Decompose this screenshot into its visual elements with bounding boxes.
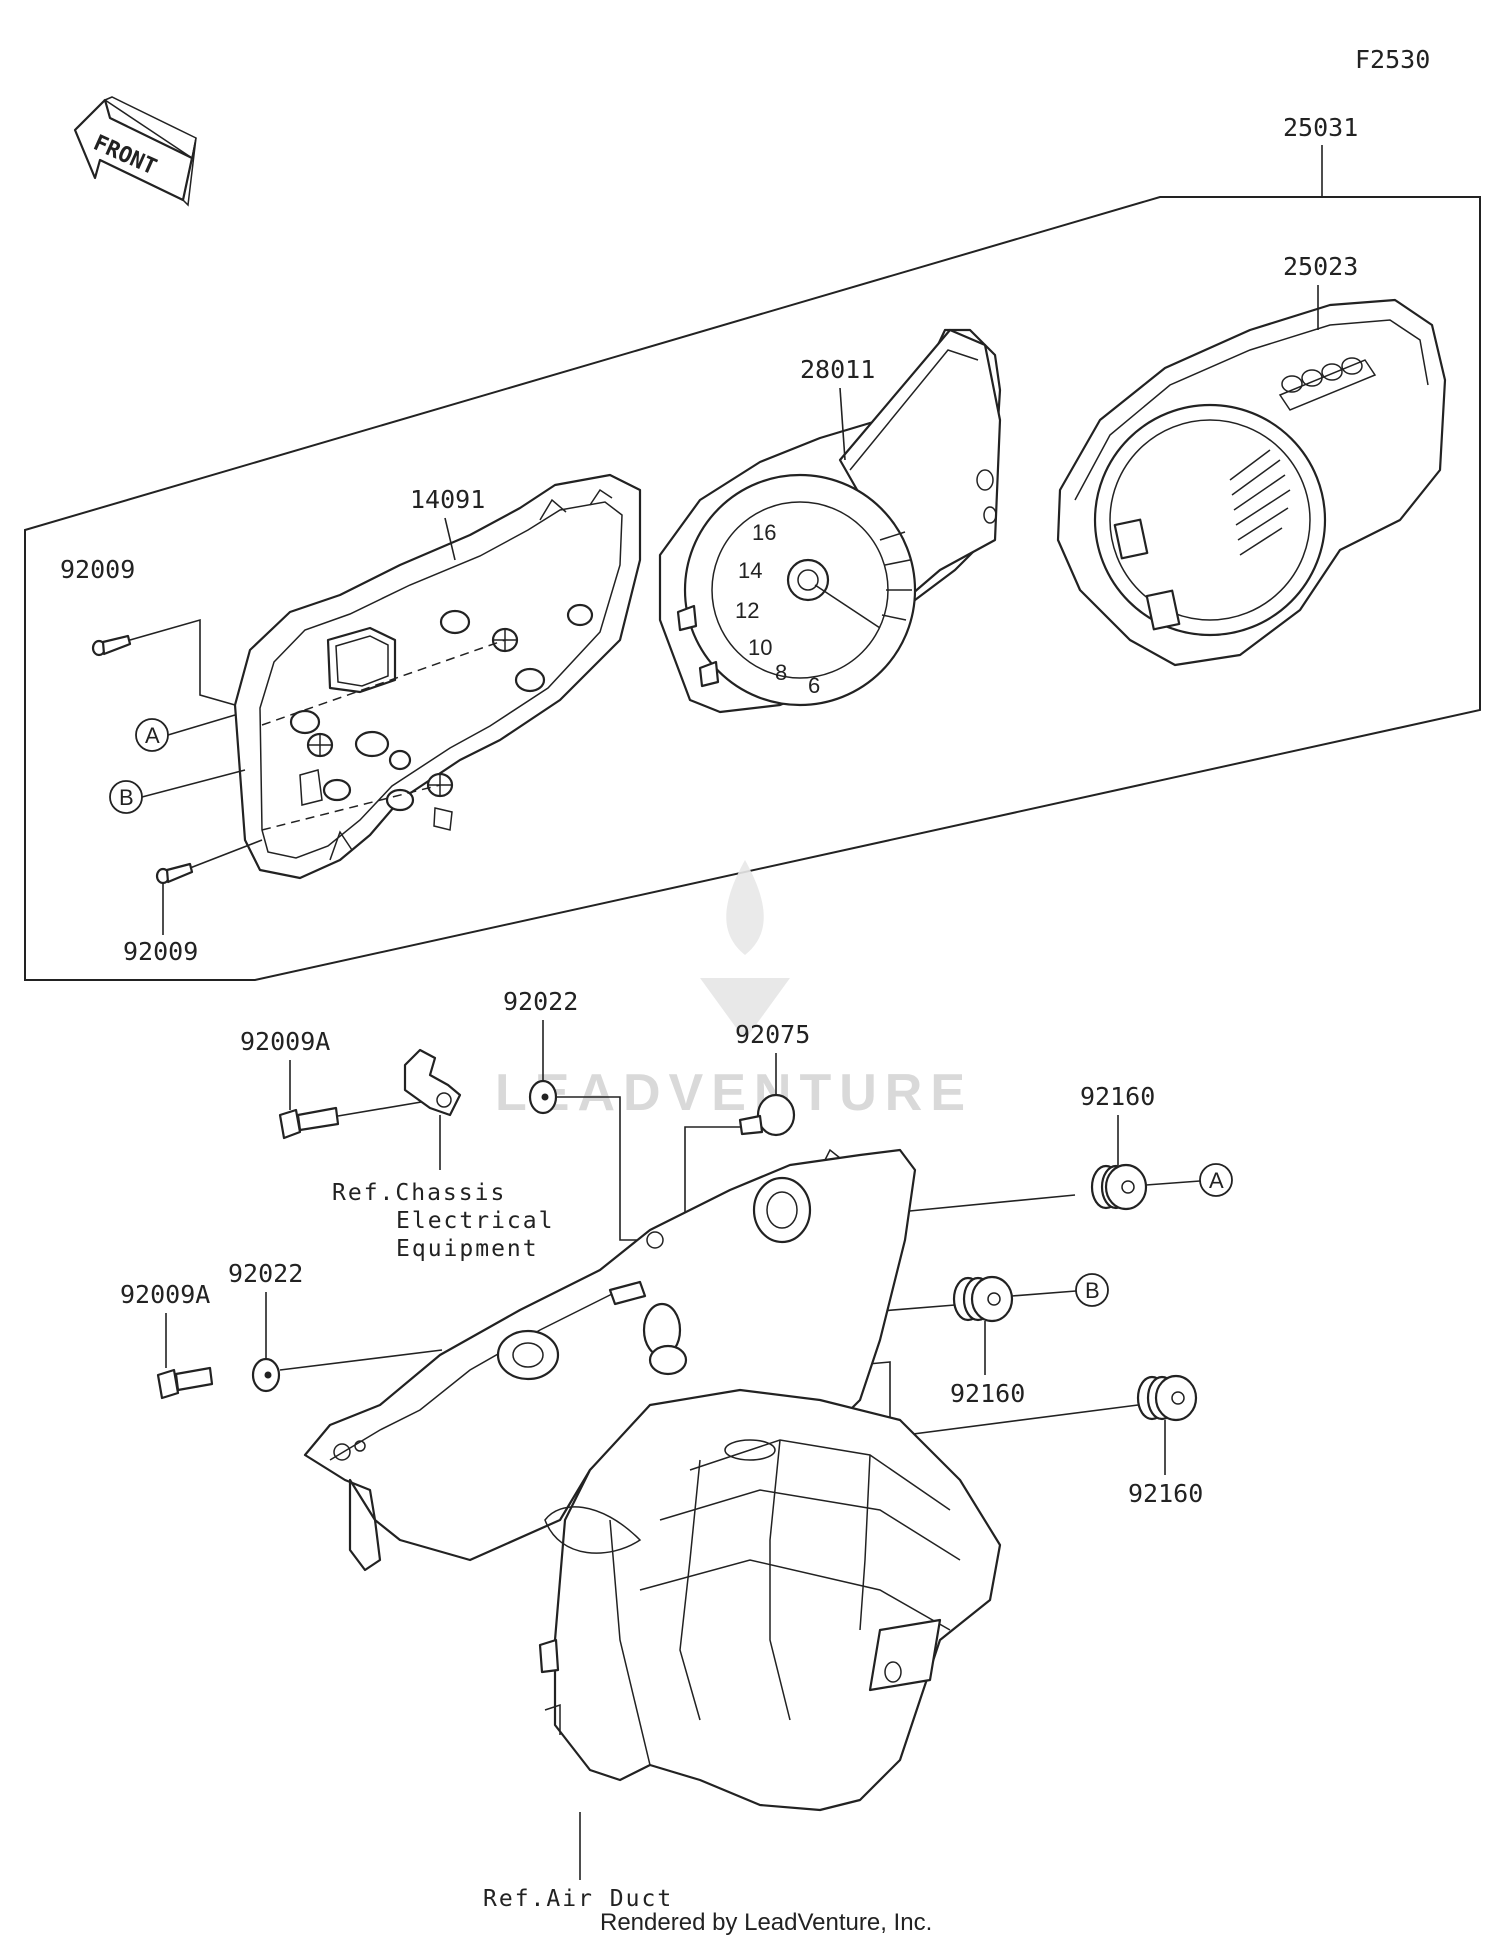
ref-chassis-line-2: Electrical <box>396 1208 554 1234</box>
air-duct <box>538 1388 1002 1812</box>
figure-code: F2530 <box>1355 45 1430 74</box>
part-number-washer-lower: 92022 <box>228 1259 303 1288</box>
screw-lower-icon <box>155 862 194 885</box>
svg-text:B: B <box>1085 1278 1100 1303</box>
damper-a-icon <box>1090 1163 1148 1211</box>
part-number-screw-lower: 92009 <box>123 937 198 966</box>
watermark-logo-icon <box>700 860 790 1040</box>
callout-a-case: A <box>135 718 169 752</box>
svg-text:6: 6 <box>808 673 820 698</box>
chassis-bracket <box>403 1048 462 1117</box>
callout-a-damper: A <box>1199 1163 1233 1197</box>
part-number-damper-b: 92160 <box>950 1379 1025 1408</box>
damper-c-icon <box>1136 1374 1198 1422</box>
part-number-damper-a: 92160 <box>1080 1082 1155 1111</box>
meter-bracket <box>303 1148 917 1572</box>
footer-credit: Rendered by LeadVenture, Inc. <box>600 1909 932 1936</box>
part-number-screw-upper: 92009 <box>60 555 135 584</box>
svg-text:B: B <box>119 785 134 810</box>
part-number-bolt-upper: 92009A <box>240 1027 330 1056</box>
part-number-damper-c: 92160 <box>1128 1479 1203 1508</box>
assembly-frame <box>24 196 1481 981</box>
svg-text:16: 16 <box>752 520 776 545</box>
damper-b-icon <box>952 1275 1014 1323</box>
washer-lower-icon <box>251 1357 281 1393</box>
screw-upper-icon <box>91 634 132 657</box>
ref-air-duct: Ref.Air Duct <box>483 1886 673 1912</box>
ref-chassis-line-3: Equipment <box>396 1236 539 1262</box>
svg-text:14: 14 <box>738 558 762 583</box>
svg-text:10: 10 <box>748 635 772 660</box>
callout-b-damper: B <box>1075 1273 1109 1307</box>
part-number-cover: 25023 <box>1283 252 1358 281</box>
callout-b-case: B <box>109 780 143 814</box>
front-arrow-icon: FRONT <box>73 96 197 207</box>
collar-icon <box>738 1093 796 1137</box>
svg-text:12: 12 <box>735 598 759 623</box>
meter-unit: 16 14 12 10 8 6 <box>658 328 1002 714</box>
part-number-case: 14091 <box>410 485 485 514</box>
part-number-washer-upper: 92022 <box>503 987 578 1016</box>
washer-upper-icon <box>528 1079 558 1115</box>
part-number-collar: 92075 <box>735 1020 810 1049</box>
watermark: LEADVENTURE <box>495 1064 973 1122</box>
bolt-upper-icon <box>278 1106 340 1140</box>
svg-text:A: A <box>145 723 160 748</box>
part-number-bolt-lower: 92009A <box>120 1280 210 1309</box>
svg-text:A: A <box>1209 1168 1224 1193</box>
part-number-meter-unit: 28011 <box>800 355 875 384</box>
bolt-lower-icon <box>156 1366 214 1400</box>
part-number-assembly: 25031 <box>1283 113 1358 142</box>
meter-case <box>233 473 642 880</box>
meter-cover <box>1056 298 1447 667</box>
ref-chassis-line-1: Ref.Chassis <box>332 1180 506 1206</box>
svg-text:8: 8 <box>775 660 787 685</box>
